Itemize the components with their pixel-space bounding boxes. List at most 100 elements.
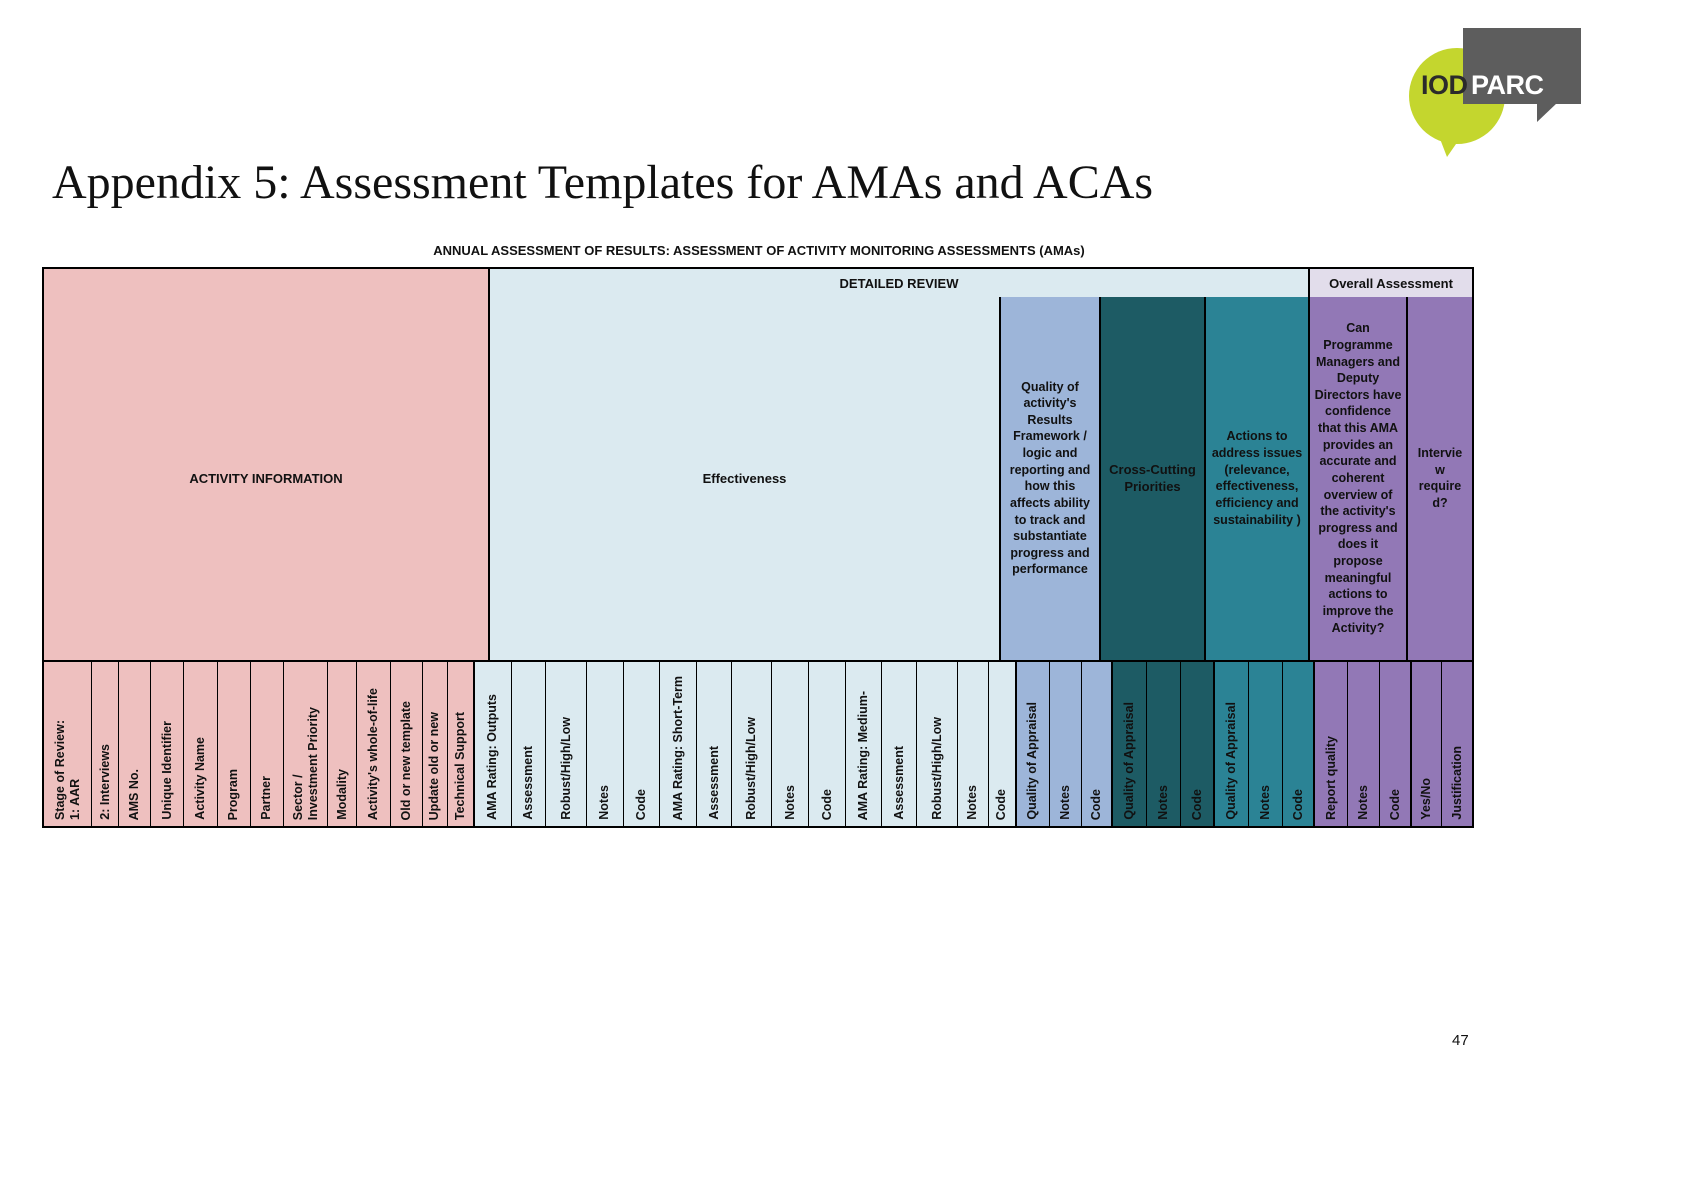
col-code-rf[interactable]: Code xyxy=(1081,661,1114,826)
col-ams-no[interactable]: AMS No. xyxy=(119,661,152,826)
group-activity-information: ACTIVITY INFORMATION xyxy=(44,297,490,660)
col-quality-of-appraisal-rf[interactable]: Quality of Appraisal xyxy=(1016,661,1050,826)
logo-text-iod: IOD xyxy=(1421,70,1468,100)
col-label: Modality xyxy=(334,769,349,820)
col-label: Update old or new xyxy=(427,711,442,820)
group-overall-confidence: Can Programme Managers and Deputy Direct… xyxy=(1310,297,1408,660)
band-spacer-activity-information xyxy=(44,269,490,297)
col-stage-of-review[interactable]: Stage of Review: 1: AAR xyxy=(44,661,93,826)
col-robust-high-low-short-term[interactable]: Robust/High/Low xyxy=(731,661,773,826)
col-label: Notes xyxy=(1156,785,1171,820)
col-old-or-new-template[interactable]: Old or new template xyxy=(390,661,423,826)
col-notes-ccp[interactable]: Notes xyxy=(1147,661,1182,826)
col-quality-of-appraisal-ccp[interactable]: Quality of Appraisal xyxy=(1113,661,1148,826)
col-program[interactable]: Program xyxy=(217,661,251,826)
col-label: Notes xyxy=(1356,785,1371,820)
group-interview-required: Intervie w require d? xyxy=(1408,297,1472,660)
logo-grey-bubble xyxy=(1463,28,1581,104)
group-effectiveness: Effectiveness xyxy=(490,297,1001,660)
col-code-actions[interactable]: Code xyxy=(1282,661,1316,826)
iod-parc-logo: IOD PARC xyxy=(1409,28,1581,157)
col-label: Technical Support xyxy=(452,711,467,820)
page-number: 47 xyxy=(1452,1032,1469,1049)
col-label: Activity Name xyxy=(193,737,208,820)
group-actions-to-address-issues: Actions to address issues (relevance, ef… xyxy=(1206,297,1310,660)
col-label: Partner xyxy=(259,776,274,820)
col-notes-rf[interactable]: Notes xyxy=(1049,661,1082,826)
col-quality-of-appraisal-actions[interactable]: Quality of Appraisal xyxy=(1214,661,1249,826)
col-ama-rating-medium[interactable]: AMA Rating: Medium- xyxy=(845,661,883,826)
logo-text-parc: PARC xyxy=(1471,70,1544,100)
col-label: Activity's whole-of-life xyxy=(366,687,380,820)
col-label: 2: Interviews xyxy=(97,744,112,820)
col-ama-rating-short-term[interactable]: AMA Rating: Short-Term xyxy=(660,661,698,826)
col-justification[interactable]: Justification xyxy=(1442,661,1472,826)
col-activitys-whole-of-life[interactable]: Activity's whole-of-life xyxy=(356,661,391,826)
col-label: Robust/High/Low xyxy=(558,717,573,820)
col-code-ccp[interactable]: Code xyxy=(1181,661,1215,826)
col-assessment-outputs[interactable]: Assessment xyxy=(511,661,547,826)
col-label: Notes xyxy=(597,785,612,820)
col-activity-name[interactable]: Activity Name xyxy=(184,661,218,826)
col-label: AMA Rating: Medium- xyxy=(856,690,871,820)
group-cross-cutting-priorities: Cross-Cutting Priorities xyxy=(1101,297,1206,660)
col-label: Robust/High/Low xyxy=(929,717,944,820)
col-label: Quality of Appraisal xyxy=(1223,702,1238,820)
col-notes-overall[interactable]: Notes xyxy=(1348,661,1381,826)
col-label: Code xyxy=(634,788,649,820)
col-label: Code xyxy=(819,788,834,820)
col-ama-rating-outputs[interactable]: AMA Rating: Outputs xyxy=(474,661,512,826)
col-label: Notes xyxy=(1257,785,1272,820)
col-label: Sector / Investment Priority xyxy=(290,706,320,820)
col-label: Robust/High/Low xyxy=(744,717,759,820)
col-notes-medium[interactable]: Notes xyxy=(957,661,989,826)
col-label: Notes xyxy=(1057,785,1072,820)
col-modality[interactable]: Modality xyxy=(327,661,357,826)
table-group-row: ACTIVITY INFORMATION Effectiveness Quali… xyxy=(44,297,1472,660)
table-caption: ANNUAL ASSESSMENT OF RESULTS: ASSESSMENT… xyxy=(433,243,1085,258)
col-label: AMS No. xyxy=(127,768,142,820)
col-robust-high-low-medium[interactable]: Robust/High/Low xyxy=(917,661,958,826)
col-notes-short-term[interactable]: Notes xyxy=(772,661,810,826)
col-unique-identifier[interactable]: Unique Identifier xyxy=(151,661,185,826)
col-yes-no[interactable]: Yes/No xyxy=(1412,661,1443,826)
page-title: Appendix 5: Assessment Templates for AMA… xyxy=(52,156,1154,209)
col-code-outputs[interactable]: Code xyxy=(623,661,661,826)
col-interviews[interactable]: 2: Interviews xyxy=(92,661,120,826)
col-label: AMA Rating: Outputs xyxy=(485,694,500,820)
col-label: Notes xyxy=(965,785,980,820)
col-notes-actions[interactable]: Notes xyxy=(1248,661,1283,826)
col-robust-high-low-outputs[interactable]: Robust/High/Low xyxy=(546,661,587,826)
col-label: Assessment xyxy=(892,746,906,820)
col-label: Code xyxy=(1387,788,1402,820)
col-code-short-term[interactable]: Code xyxy=(809,661,846,826)
col-code-overall[interactable]: Code xyxy=(1380,661,1413,826)
col-label: Report quality xyxy=(1323,735,1338,820)
col-label: Code xyxy=(1290,788,1305,820)
col-sector-investment-priority[interactable]: Sector / Investment Priority xyxy=(283,661,328,826)
col-update-old-or-new[interactable]: Update old or new xyxy=(422,661,448,826)
col-assessment-medium[interactable]: Assessment xyxy=(882,661,918,826)
col-code-medium[interactable]: Code xyxy=(988,661,1017,826)
logo-grey-tail xyxy=(1537,103,1557,122)
logo-green-tail xyxy=(1437,131,1465,157)
band-detailed-review: DETAILED REVIEW xyxy=(490,269,1310,297)
group-quality-results-framework: Quality of activity's Results Framework … xyxy=(1001,297,1101,660)
col-label: Quality of Appraisal xyxy=(1122,702,1137,820)
table-column-header-row: Stage of Review: 1: AAR 2: Interviews AM… xyxy=(44,659,1472,826)
col-label: Code xyxy=(1189,788,1204,820)
col-label: Program xyxy=(226,768,241,820)
table-top-band-row: DETAILED REVIEW Overall Assessment xyxy=(44,269,1472,297)
assessment-template-table: DETAILED REVIEW Overall Assessment ACTIV… xyxy=(42,267,1474,828)
col-label: Code xyxy=(994,788,1009,820)
col-label: Assessment xyxy=(521,746,536,820)
col-label: Old or new template xyxy=(398,700,413,820)
col-label: Quality of Appraisal xyxy=(1025,702,1040,820)
col-partner[interactable]: Partner xyxy=(250,661,284,826)
col-label: AMA Rating: Short-Term xyxy=(670,675,685,820)
band-overall-assessment: Overall Assessment xyxy=(1310,269,1472,297)
col-notes-outputs[interactable]: Notes xyxy=(586,661,624,826)
col-assessment-short-term[interactable]: Assessment xyxy=(697,661,732,826)
col-report-quality[interactable]: Report quality xyxy=(1315,661,1349,826)
col-technical-support[interactable]: Technical Support xyxy=(447,661,475,826)
